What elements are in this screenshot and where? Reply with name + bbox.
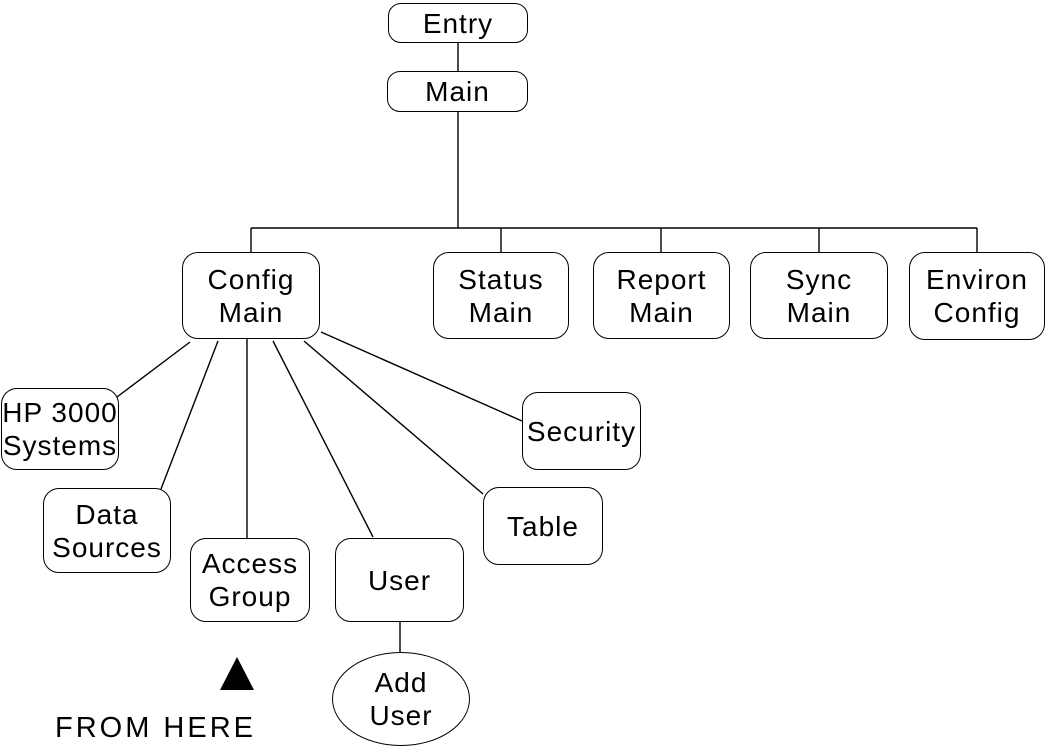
edge-config-user	[272, 340, 374, 538]
node-status-main: Status Main	[433, 252, 569, 339]
edge-config-data-sources	[160, 340, 219, 490]
from-here-label: FROM HERE	[55, 712, 256, 744]
node-config-main: Config Main	[182, 252, 320, 339]
node-add-user: Add User	[332, 652, 470, 746]
node-security: Security	[522, 392, 641, 470]
edge-config-security	[320, 331, 523, 422]
from-here-triangle-icon	[220, 657, 254, 690]
node-hp3000-systems: HP 3000 Systems	[1, 388, 119, 470]
node-table: Table	[483, 487, 603, 565]
node-data-sources: Data Sources	[43, 488, 171, 573]
node-entry: Entry	[388, 3, 528, 43]
node-report-main: Report Main	[593, 252, 730, 339]
node-user: User	[335, 538, 464, 622]
edge-config-table	[303, 340, 484, 495]
node-environ-config: Environ Config	[909, 252, 1045, 340]
node-sync-main: Sync Main	[750, 252, 888, 339]
node-main: Main	[387, 71, 528, 112]
edge-config-hp3000	[116, 341, 191, 398]
node-access-group: Access Group	[190, 538, 310, 622]
